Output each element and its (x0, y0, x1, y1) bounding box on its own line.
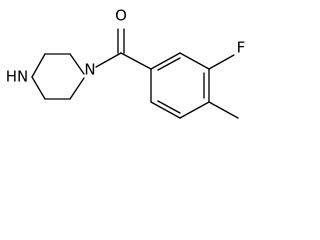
bond-n-c1 (69, 53, 85, 75)
oxygen-atom-label: O (115, 7, 127, 25)
benzene-bond-d (179, 101, 210, 119)
bond-carbonyl-ring (120, 52, 152, 70)
nh-atom-label: HN (6, 68, 29, 86)
bond-ring-fluorine (208, 54, 235, 70)
benzene-bond-a (150, 52, 181, 70)
bond-c2-nh (31, 53, 46, 78)
bond-ring-methyl (208, 101, 239, 119)
benzene-bond-e-inner (157, 100, 181, 114)
nitrogen-atom-label: N (84, 61, 95, 79)
chemical-structure: O N HN F (6, 7, 246, 119)
benzene-bond-a-inner (157, 57, 181, 71)
fluorine-atom-label: F (237, 39, 246, 57)
bond-n-carbonyl (95, 52, 122, 68)
bond-c4-n (69, 77, 85, 100)
benzene-bond-b (179, 52, 210, 70)
benzene-bond-e (150, 101, 181, 119)
bond-nh-c3 (31, 76, 46, 100)
